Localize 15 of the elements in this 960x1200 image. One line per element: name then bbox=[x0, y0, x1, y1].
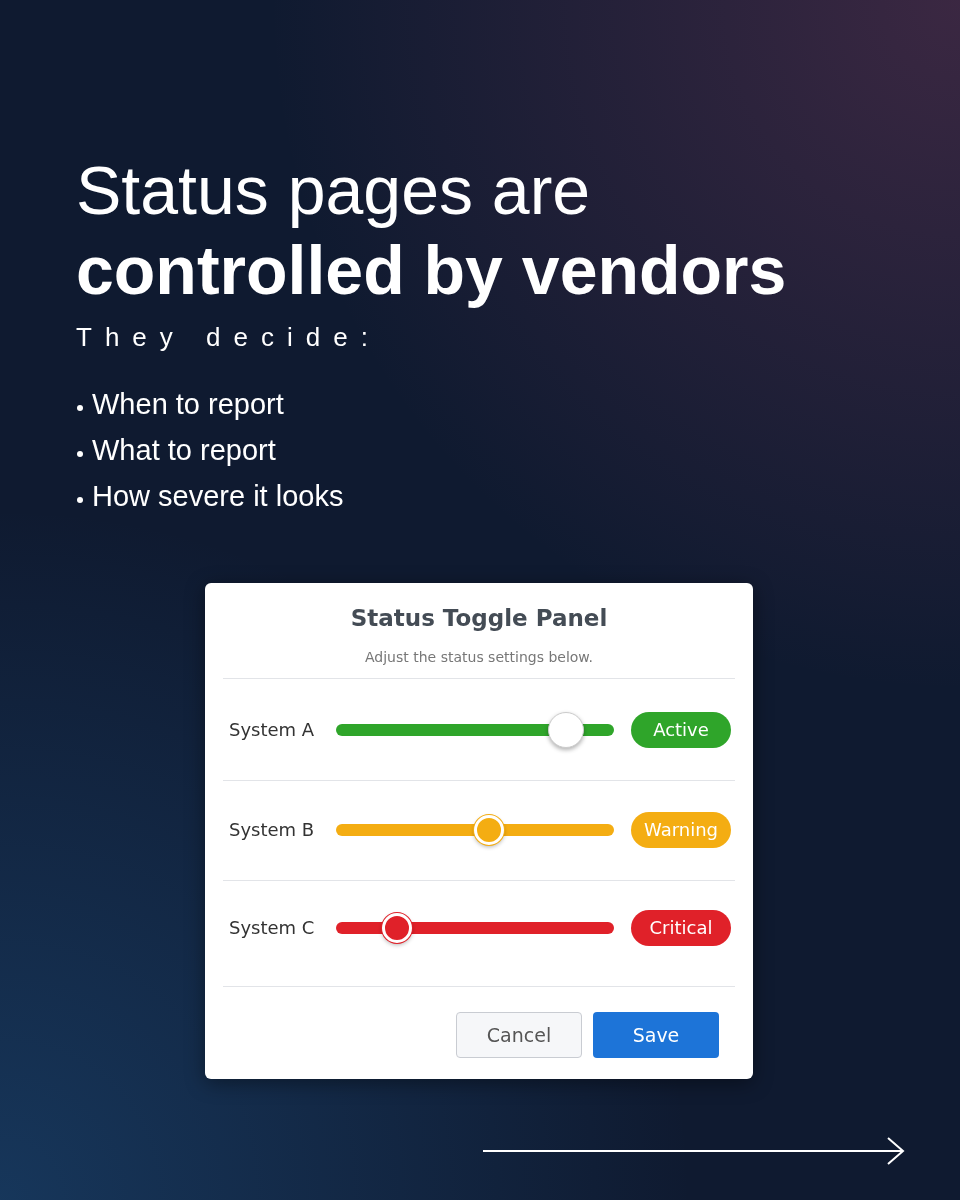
bullet-item: When to report bbox=[92, 388, 284, 421]
cancel-button: Cancel bbox=[456, 1012, 582, 1058]
panel-description: Adjust the status settings below. bbox=[364, 649, 594, 665]
heading: Status pages are controlled by vendors bbox=[76, 151, 788, 310]
save-button: Save bbox=[593, 1012, 719, 1058]
status-badge: Warning bbox=[631, 812, 731, 848]
panel-title: Status Toggle Panel bbox=[349, 605, 609, 631]
system-label: System A bbox=[229, 719, 315, 740]
status-badge: Active bbox=[631, 712, 731, 748]
bullet-item: What to report bbox=[92, 434, 276, 467]
system-label: System B bbox=[229, 819, 315, 840]
bullet-item: How severe it looks bbox=[92, 480, 344, 513]
subheading: They decide: bbox=[76, 322, 381, 353]
status-badge: Critical bbox=[631, 910, 731, 946]
system-label: System C bbox=[229, 917, 315, 938]
